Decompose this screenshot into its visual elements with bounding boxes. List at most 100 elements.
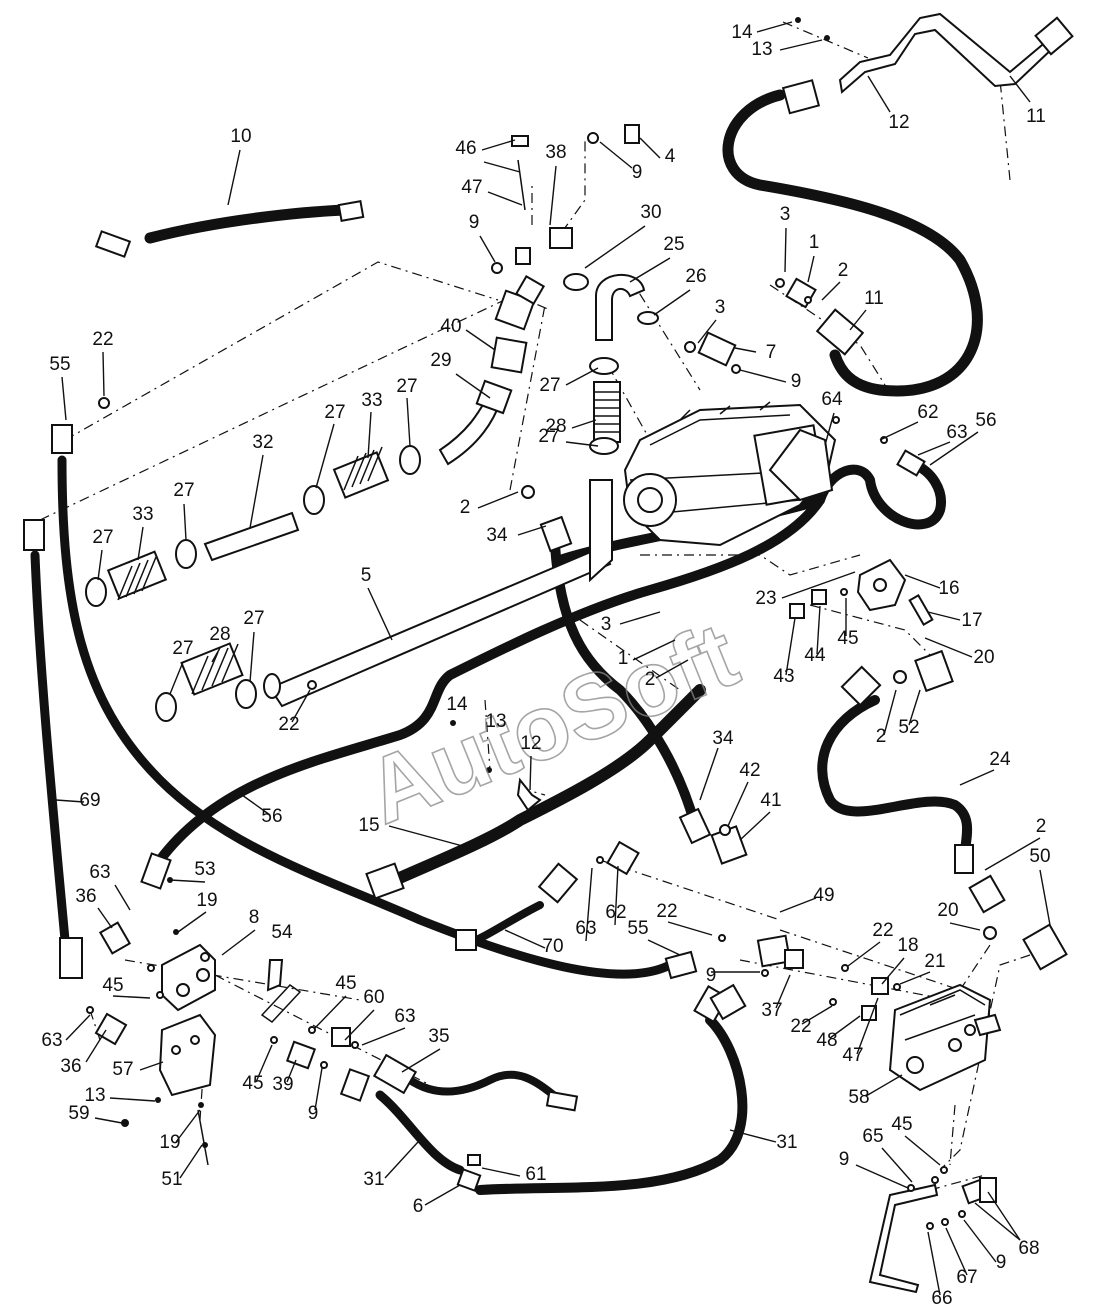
part-label-11: 11 <box>864 288 884 309</box>
part-label-23: 23 <box>755 588 776 609</box>
part-label-45: 45 <box>891 1114 912 1135</box>
part-label-12: 12 <box>520 733 541 754</box>
part-label-69: 69 <box>79 790 100 811</box>
tube-11 <box>838 12 1057 94</box>
part-label-45: 45 <box>837 628 858 649</box>
part-label-62: 62 <box>605 902 626 923</box>
part-label-22: 22 <box>790 1016 811 1037</box>
part-label-51: 51 <box>161 1169 182 1190</box>
part-label-4: 4 <box>665 146 676 167</box>
part-label-27: 27 <box>173 480 194 501</box>
part-label-67: 67 <box>956 1267 977 1288</box>
part-label-66: 66 <box>931 1288 952 1309</box>
hose-31-right <box>475 1015 748 1195</box>
part-label-9: 9 <box>791 371 802 392</box>
part-label-9: 9 <box>632 162 643 183</box>
part-label-63: 63 <box>89 862 110 883</box>
part-label-6: 6 <box>413 1196 424 1217</box>
part-label-37: 37 <box>761 1000 782 1021</box>
part-label-41: 41 <box>760 790 781 811</box>
part-label-63: 63 <box>394 1006 415 1027</box>
hose-10 <box>144 204 351 244</box>
part-label-52: 52 <box>898 717 919 738</box>
hydraulic-pump <box>623 401 837 547</box>
part-label-43: 43 <box>773 666 794 687</box>
part-label-58: 58 <box>848 1087 869 1108</box>
valve-block-8 <box>158 943 302 1097</box>
block-16 <box>856 558 934 626</box>
part-label-39: 39 <box>272 1074 293 1095</box>
part-label-21: 21 <box>924 951 945 972</box>
hose-24 <box>817 695 973 855</box>
part-label-27: 27 <box>324 402 345 423</box>
part-label-8: 8 <box>249 907 260 928</box>
part-label-24: 24 <box>989 749 1011 770</box>
part-label-13: 13 <box>485 711 506 732</box>
part-label-27: 27 <box>396 376 417 397</box>
part-label-45: 45 <box>335 973 356 994</box>
part-label-55: 55 <box>49 354 70 375</box>
nut-11 <box>1034 16 1074 56</box>
part-label-60: 60 <box>363 987 384 1008</box>
part-label-27: 27 <box>92 527 113 548</box>
part-label-33: 33 <box>361 390 382 411</box>
part-label-34: 34 <box>486 525 508 546</box>
part-label-68: 68 <box>1018 1238 1039 1259</box>
part-label-59: 59 <box>68 1103 89 1124</box>
part-label-30: 30 <box>640 202 661 223</box>
pipe-5 <box>268 546 612 708</box>
part-label-36: 36 <box>60 1056 81 1077</box>
tube-32 <box>203 511 300 562</box>
part-label-27: 27 <box>539 375 560 396</box>
part-label-40: 40 <box>440 316 461 337</box>
clamps <box>85 273 659 722</box>
part-label-33: 33 <box>132 504 153 525</box>
tube-65 <box>868 1183 939 1294</box>
part-label-9: 9 <box>996 1252 1007 1273</box>
part-label-47: 47 <box>842 1045 863 1066</box>
part-label-42: 42 <box>739 760 760 781</box>
part-label-2: 2 <box>645 669 656 690</box>
part-label-63: 63 <box>575 918 596 939</box>
control-valve-58 <box>888 983 1002 1092</box>
hose-35 <box>406 1070 564 1104</box>
part-label-2: 2 <box>838 260 849 281</box>
part-label-22: 22 <box>92 329 113 350</box>
part-label-44: 44 <box>804 645 826 666</box>
part-label-29: 29 <box>430 350 451 371</box>
part-label-31: 31 <box>363 1169 384 1190</box>
part-label-70: 70 <box>542 936 563 957</box>
hose-69 <box>30 550 70 945</box>
part-label-53: 53 <box>194 859 215 880</box>
part-label-22: 22 <box>872 920 893 941</box>
part-label-48: 48 <box>816 1030 837 1051</box>
part-label-14: 14 <box>446 694 468 715</box>
part-label-25: 25 <box>663 234 684 255</box>
part-label-2: 2 <box>460 497 471 518</box>
part-label-9: 9 <box>706 965 717 986</box>
part-label-1: 1 <box>809 232 820 253</box>
part-label-31: 31 <box>776 1132 797 1153</box>
fittings <box>23 124 1068 1205</box>
leader-lines <box>55 21 1051 1296</box>
tubes <box>203 12 1074 1294</box>
part-label-55: 55 <box>627 918 648 939</box>
part-label-7: 7 <box>766 342 777 363</box>
part-label-1: 1 <box>618 648 629 669</box>
part-label-19: 19 <box>196 890 217 911</box>
part-label-56: 56 <box>261 806 282 827</box>
part-label-9: 9 <box>308 1103 319 1124</box>
part-label-61: 61 <box>525 1164 546 1185</box>
hoses <box>30 89 983 1195</box>
part-label-47: 47 <box>461 177 482 198</box>
part-label-32: 32 <box>252 432 273 453</box>
part-label-36: 36 <box>75 886 96 907</box>
part-label-15: 15 <box>358 815 379 836</box>
part-label-12: 12 <box>888 112 909 133</box>
part-label-38: 38 <box>545 142 566 163</box>
hose-11-upper <box>722 89 983 397</box>
part-label-16: 16 <box>938 578 959 599</box>
part-label-45: 45 <box>242 1073 263 1094</box>
